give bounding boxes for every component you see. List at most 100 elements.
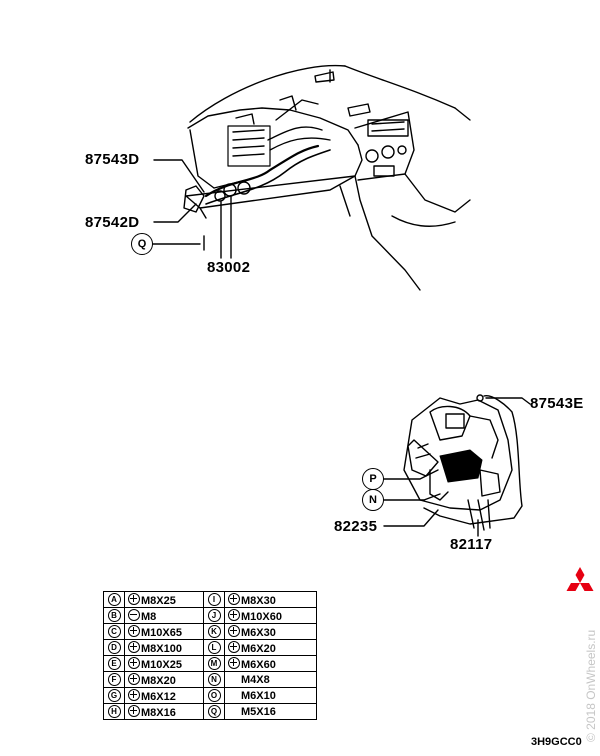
bolt-head-icon [228, 656, 240, 669]
fastener-key: J [203, 607, 225, 624]
fastener-key-label: O [207, 689, 221, 702]
fastener-spec-label: M4X8 [241, 673, 270, 686]
fastener-key: K [203, 623, 225, 640]
fastener-spec: M8X30 [224, 591, 317, 608]
fastener-spec-label: M6X10 [241, 689, 276, 702]
fastener-key-label: L [207, 641, 221, 654]
fastener-spec-label: M6X30 [241, 626, 276, 639]
fastener-spec-label: M6X12 [141, 690, 176, 703]
fastener-key-label: N [207, 673, 221, 686]
fastener-key-label: A [107, 593, 121, 606]
fastener-spec: M6X12 [124, 687, 204, 704]
watermark: © 2018 OnWheels.ru [584, 629, 598, 742]
fastener-spec: M8X25 [124, 591, 204, 608]
fastener-key: O [203, 687, 225, 704]
fastener-spec: M10X25 [124, 655, 204, 672]
bolt-head-icon [228, 608, 240, 621]
fastener-spec-label: M10X25 [141, 658, 182, 671]
fastener-row: A M8X25 I M8X30 [103, 591, 317, 608]
fastener-row: E M10X25 M M6X60 [103, 655, 317, 672]
fastener-spec-label: M6X60 [241, 658, 276, 671]
bolt-head-icon [128, 640, 140, 653]
fastener-spec: M8 [124, 607, 204, 624]
bolt-head-icon [228, 640, 240, 653]
fastener-key: M [203, 655, 225, 672]
fastener-key-label: K [207, 625, 221, 638]
fastener-key-label: B [107, 609, 121, 622]
bolt-head-icon [128, 672, 140, 685]
fastener-key: B [103, 607, 125, 624]
fastener-key: E [103, 655, 125, 672]
fastener-key-label: F [107, 673, 121, 686]
fastener-spec-label: M8X20 [141, 674, 176, 687]
circle-label-q: Q [131, 233, 153, 255]
fastener-key: Q [203, 703, 225, 720]
fastener-key: D [103, 639, 125, 656]
callout-83002: 83002 [207, 259, 251, 276]
fastener-key: F [103, 671, 125, 688]
circle-label-n: N [362, 489, 384, 511]
diagram-code: 3H9GCC0 [531, 736, 582, 748]
fastener-key: G [103, 687, 125, 704]
fastener-spec: M8X100 [124, 639, 204, 656]
fastener-spec: M6X10 [224, 687, 317, 704]
fastener-row: F M8X20 N M4X8 [103, 671, 317, 688]
fastener-spec: M8X16 [124, 703, 204, 720]
bolt-head-icon [128, 592, 140, 605]
callout-82235: 82235 [334, 518, 378, 535]
bolt-head-icon [128, 704, 140, 717]
fastener-spec: M5X16 [224, 703, 317, 720]
fastener-row: C M10X65 K M6X30 [103, 623, 317, 640]
bolt-head-icon [228, 624, 240, 637]
fastener-key: H [103, 703, 125, 720]
fastener-spec: M8X20 [124, 671, 204, 688]
fastener-key-label: E [107, 657, 121, 670]
bolt-head-icon [128, 656, 140, 669]
fastener-key: L [203, 639, 225, 656]
fastener-key-label: J [207, 609, 221, 622]
dashboard-drawing [151, 64, 471, 291]
bolt-head-icon [228, 592, 240, 605]
fastener-spec: M4X8 [224, 671, 317, 688]
fastener-row: G M6X12 O M6X10 [103, 687, 317, 704]
callout-87543d: 87543D [85, 151, 140, 168]
callout-82117: 82117 [450, 536, 493, 553]
fastener-spec: M6X30 [224, 623, 317, 640]
fastener-key: N [203, 671, 225, 688]
fastener-key-label: C [107, 625, 121, 638]
fastener-spec-label: M8X16 [141, 706, 176, 719]
fastener-key-label: H [107, 705, 121, 718]
fastener-key-label: M [207, 657, 221, 670]
callout-87542d: 87542D [85, 214, 140, 231]
fastener-spec: M10X65 [124, 623, 204, 640]
fastener-spec-label: M10X60 [241, 610, 282, 623]
bolt-head-icon [128, 624, 140, 637]
fastener-spec: M6X60 [224, 655, 317, 672]
fastener-key-label: D [107, 641, 121, 654]
fastener-row: D M8X100 L M6X20 [103, 639, 317, 656]
fastener-spec: M6X20 [224, 639, 317, 656]
fastener-spec: M10X60 [224, 607, 317, 624]
bolt-head-icon [128, 608, 140, 621]
callout-87543e: 87543E [530, 395, 584, 412]
fastener-spec-label: M8X100 [141, 642, 182, 655]
fastener-key: A [103, 591, 125, 608]
fastener-key: I [203, 591, 225, 608]
fastener-spec-label: M6X20 [241, 642, 276, 655]
fastener-spec-label: M8X30 [241, 594, 276, 607]
circle-label-p: P [362, 468, 384, 490]
fastener-key-label: I [207, 593, 221, 606]
engine-drawing [382, 394, 531, 537]
fastener-spec-label: M8 [141, 610, 157, 623]
bolt-head-icon [128, 688, 140, 701]
fastener-key: C [103, 623, 125, 640]
fastener-row: B M8 J M10X60 [103, 607, 317, 624]
mitsubishi-logo [566, 567, 594, 591]
fastener-spec-label: M8X25 [141, 594, 176, 607]
fastener-spec-label: M10X65 [141, 626, 182, 639]
fastener-key-label: G [107, 689, 121, 702]
fastener-key-label: Q [207, 705, 221, 718]
